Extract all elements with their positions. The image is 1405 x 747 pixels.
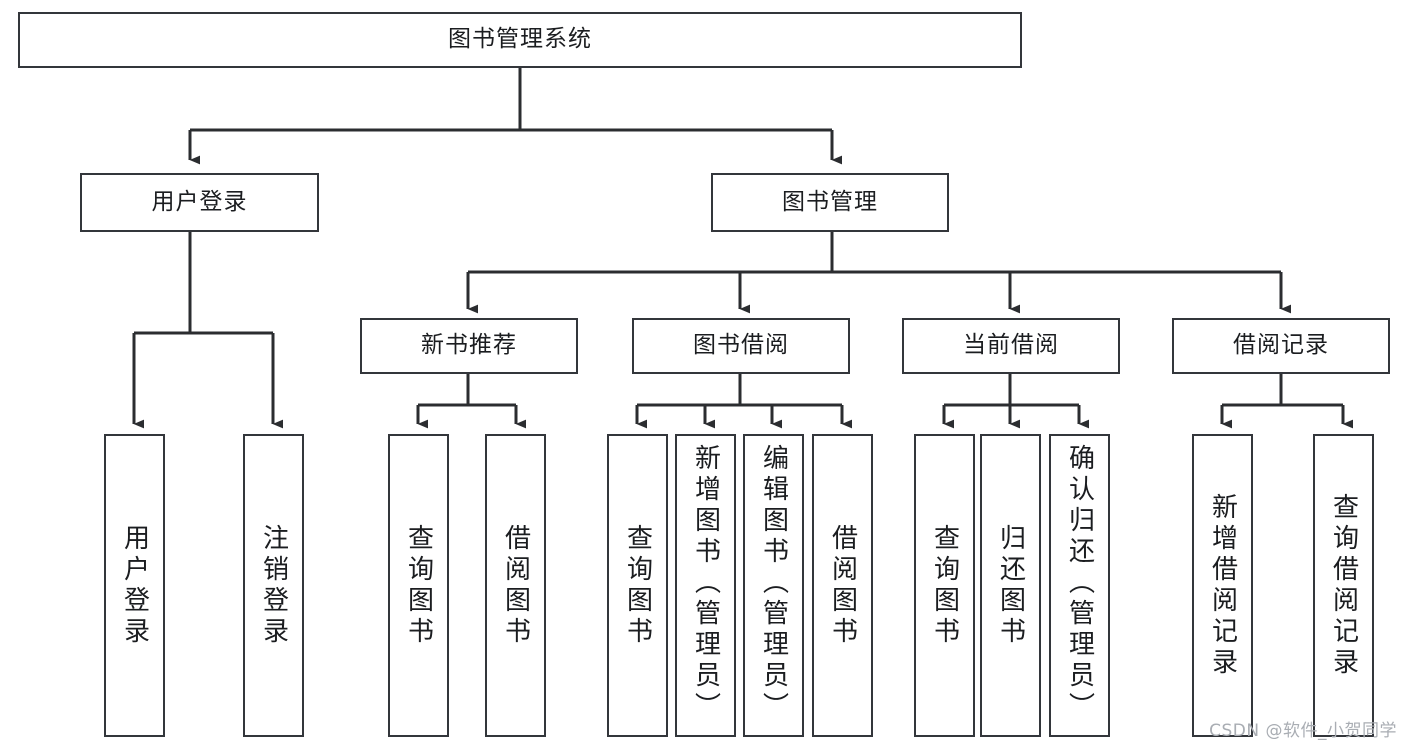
leaf-edit-book[interactable]: 编辑图书（管理员） xyxy=(743,434,804,737)
node-root[interactable]: 图书管理系统 xyxy=(18,12,1022,68)
leaf-borrow-book-2[interactable]: 借阅图书 xyxy=(812,434,873,737)
leaf-confirm-return[interactable]: 确认归还（管理员） xyxy=(1049,434,1110,737)
node-book-borrow-label: 图书借阅 xyxy=(693,332,789,359)
leaf-query-book-2[interactable]: 查询图书 xyxy=(607,434,668,737)
leaf-add-book[interactable]: 新增图书（管理员） xyxy=(675,434,736,737)
leaf-confirm-return-label: 确认归还（管理员） xyxy=(1064,444,1095,723)
leaf-user-login[interactable]: 用户登录 xyxy=(104,434,165,737)
leaf-borrow-book-2-label: 借阅图书 xyxy=(827,523,858,648)
leaf-return-book-label: 归还图书 xyxy=(995,523,1026,648)
leaf-user-logout-label: 注销登录 xyxy=(258,523,289,648)
node-user-login-label: 用户登录 xyxy=(151,188,248,215)
node-book-manage-label: 图书管理 xyxy=(782,188,878,215)
leaf-query-book-2-label: 查询图书 xyxy=(622,523,653,648)
node-borrow-record-label: 借阅记录 xyxy=(1233,332,1329,359)
leaf-query-book-3[interactable]: 查询图书 xyxy=(914,434,975,737)
node-new-book-rec-label: 新书推荐 xyxy=(421,332,517,359)
leaf-query-book-1[interactable]: 查询图书 xyxy=(388,434,449,737)
leaf-query-book-3-label: 查询图书 xyxy=(929,523,960,648)
node-book-manage[interactable]: 图书管理 xyxy=(711,173,949,232)
leaf-add-book-label: 新增图书（管理员） xyxy=(690,444,721,723)
node-new-book-rec[interactable]: 新书推荐 xyxy=(360,318,578,374)
leaf-user-login-label: 用户登录 xyxy=(119,523,150,648)
node-root-label: 图书管理系统 xyxy=(448,26,592,53)
leaf-borrow-book-1-label: 借阅图书 xyxy=(500,523,531,648)
node-current-borrow[interactable]: 当前借阅 xyxy=(902,318,1120,374)
node-current-borrow-label: 当前借阅 xyxy=(963,332,1059,359)
leaf-query-record[interactable]: 查询借阅记录 xyxy=(1313,434,1374,737)
node-borrow-record[interactable]: 借阅记录 xyxy=(1172,318,1390,374)
leaf-user-logout[interactable]: 注销登录 xyxy=(243,434,304,737)
node-user-login[interactable]: 用户登录 xyxy=(80,173,319,232)
leaf-borrow-book-1[interactable]: 借阅图书 xyxy=(485,434,546,737)
node-book-borrow[interactable]: 图书借阅 xyxy=(632,318,850,374)
leaf-edit-book-label: 编辑图书（管理员） xyxy=(758,444,789,723)
leaf-query-record-label: 查询借阅记录 xyxy=(1328,492,1359,679)
leaf-add-record-label: 新增借阅记录 xyxy=(1207,492,1238,679)
csdn-watermark: CSDN @软件_小贺同学 xyxy=(1209,721,1397,741)
leaf-return-book[interactable]: 归还图书 xyxy=(980,434,1041,737)
leaf-query-book-1-label: 查询图书 xyxy=(403,523,434,648)
leaf-add-record[interactable]: 新增借阅记录 xyxy=(1192,434,1253,737)
